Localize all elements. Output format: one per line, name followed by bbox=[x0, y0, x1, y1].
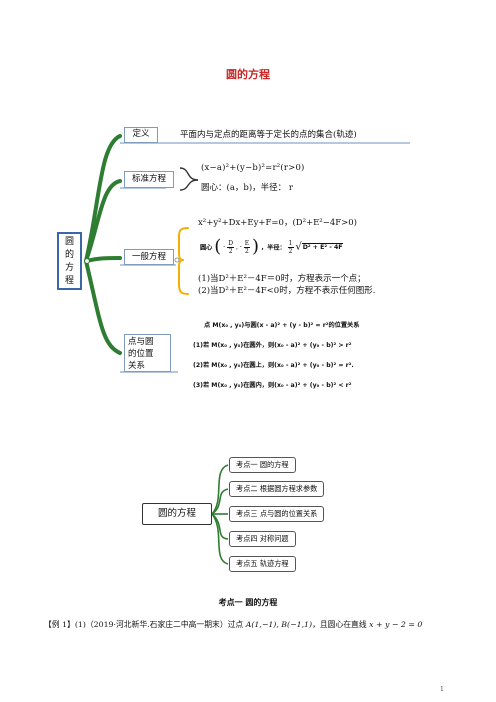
position-heading: 点 M(x₀ , y₀)与圆(x - a)² + (y - b)² = r²的位… bbox=[204, 322, 360, 329]
kaodian-5: 考点五 轨迹方程 bbox=[229, 556, 296, 572]
general-brace-bottom bbox=[178, 259, 189, 295]
minus-sign-2: - bbox=[239, 243, 242, 251]
example-1: 【例 1】(1)（2019·河北新华.石家庄二中高一期末）过点 A(1,−1),… bbox=[44, 620, 423, 629]
section-title: 考点一 圆的方程 bbox=[218, 598, 278, 607]
position-case-outside: (1)若 M(x₀ , y₀)在圆外，则(x₀ - a)² + (y₀ - b)… bbox=[193, 342, 352, 349]
general-center-radius: 圆心 ( - D 2 , - E 2 ) ，半径： 1 2 √D² + E² -… bbox=[200, 236, 344, 257]
general-case-2: (2)当D²＋E²－4F<0时，方程不表示任何图形. bbox=[198, 286, 376, 296]
general-brace-top bbox=[178, 227, 189, 261]
branch-kd1 bbox=[211, 464, 229, 515]
minus-sign-1: - bbox=[223, 243, 226, 251]
sqrt-icon: √ bbox=[295, 241, 302, 253]
radius-fraction: 1 2 bbox=[287, 239, 294, 255]
general-equation-label: 一般方程 bbox=[124, 249, 174, 265]
standard-center-radius: 圆心：(a，b)，半径： r bbox=[201, 183, 293, 193]
position-case-on: (2)若 M(x₀ , y₀)在圆上，则(x₀ - a)² + (y₀ - b)… bbox=[193, 362, 354, 369]
mindmap-2-root: 圆的方程 bbox=[142, 503, 212, 525]
std-brace-bottom bbox=[179, 179, 199, 191]
definition-text: 平面内与定点的距离等于定长的点的集合(轨迹) bbox=[180, 130, 357, 140]
kaodian-4: 考点四 对称问题 bbox=[229, 531, 296, 547]
page-number: 1 bbox=[440, 686, 444, 693]
kaodian-1: 考点一 圆的方程 bbox=[229, 457, 296, 473]
example-line-equation: x + y − 2 = 0 bbox=[369, 620, 423, 629]
page-title: 圆的方程 bbox=[226, 68, 270, 81]
radius-label: ，半径： bbox=[261, 244, 286, 252]
radicand: D² + E² - 4F bbox=[301, 242, 344, 251]
standard-equation: (x−a)²+(y−b)²=r²(r>0) bbox=[201, 163, 305, 173]
std-brace-top bbox=[179, 167, 199, 181]
position-relation-label: 点与圆 的位置 关系 bbox=[124, 334, 171, 372]
kaodian-2: 考点二 根据圆方程求参数 bbox=[229, 481, 325, 497]
bracket-right: ) bbox=[252, 236, 260, 257]
center-label: 圆心 bbox=[200, 244, 213, 252]
example-points: A(1,−1), B(−1,1) bbox=[245, 620, 313, 629]
branch-standard bbox=[84, 179, 122, 263]
kaodian-3: 考点三 点与圆的位置关系 bbox=[229, 506, 325, 522]
general-equation: x²+y²+Dx+Ey+F=0，(D²+E²−4F>0) bbox=[198, 218, 357, 228]
branch-general bbox=[84, 256, 122, 263]
mindmap-root: 圆 的 方 程 bbox=[57, 232, 82, 290]
position-case-inside: (3)若 M(x₀ , y₀)在圆内，则(x₀ - a)² + (y₀ - b)… bbox=[193, 382, 352, 389]
branch-kd5 bbox=[211, 513, 229, 565]
center-y-fraction: E 2 bbox=[243, 239, 251, 255]
bracket-left: ( bbox=[214, 236, 222, 257]
center-x-fraction: D 2 bbox=[227, 239, 235, 255]
branch-position bbox=[84, 259, 122, 355]
branch-kd2 bbox=[211, 488, 229, 515]
general-case-1: (1)当D²＋E²－4F＝0时，方程表示一个点； bbox=[198, 274, 366, 284]
standard-equation-label: 标准方程 bbox=[124, 171, 174, 188]
definition-label: 定义 bbox=[124, 127, 158, 143]
